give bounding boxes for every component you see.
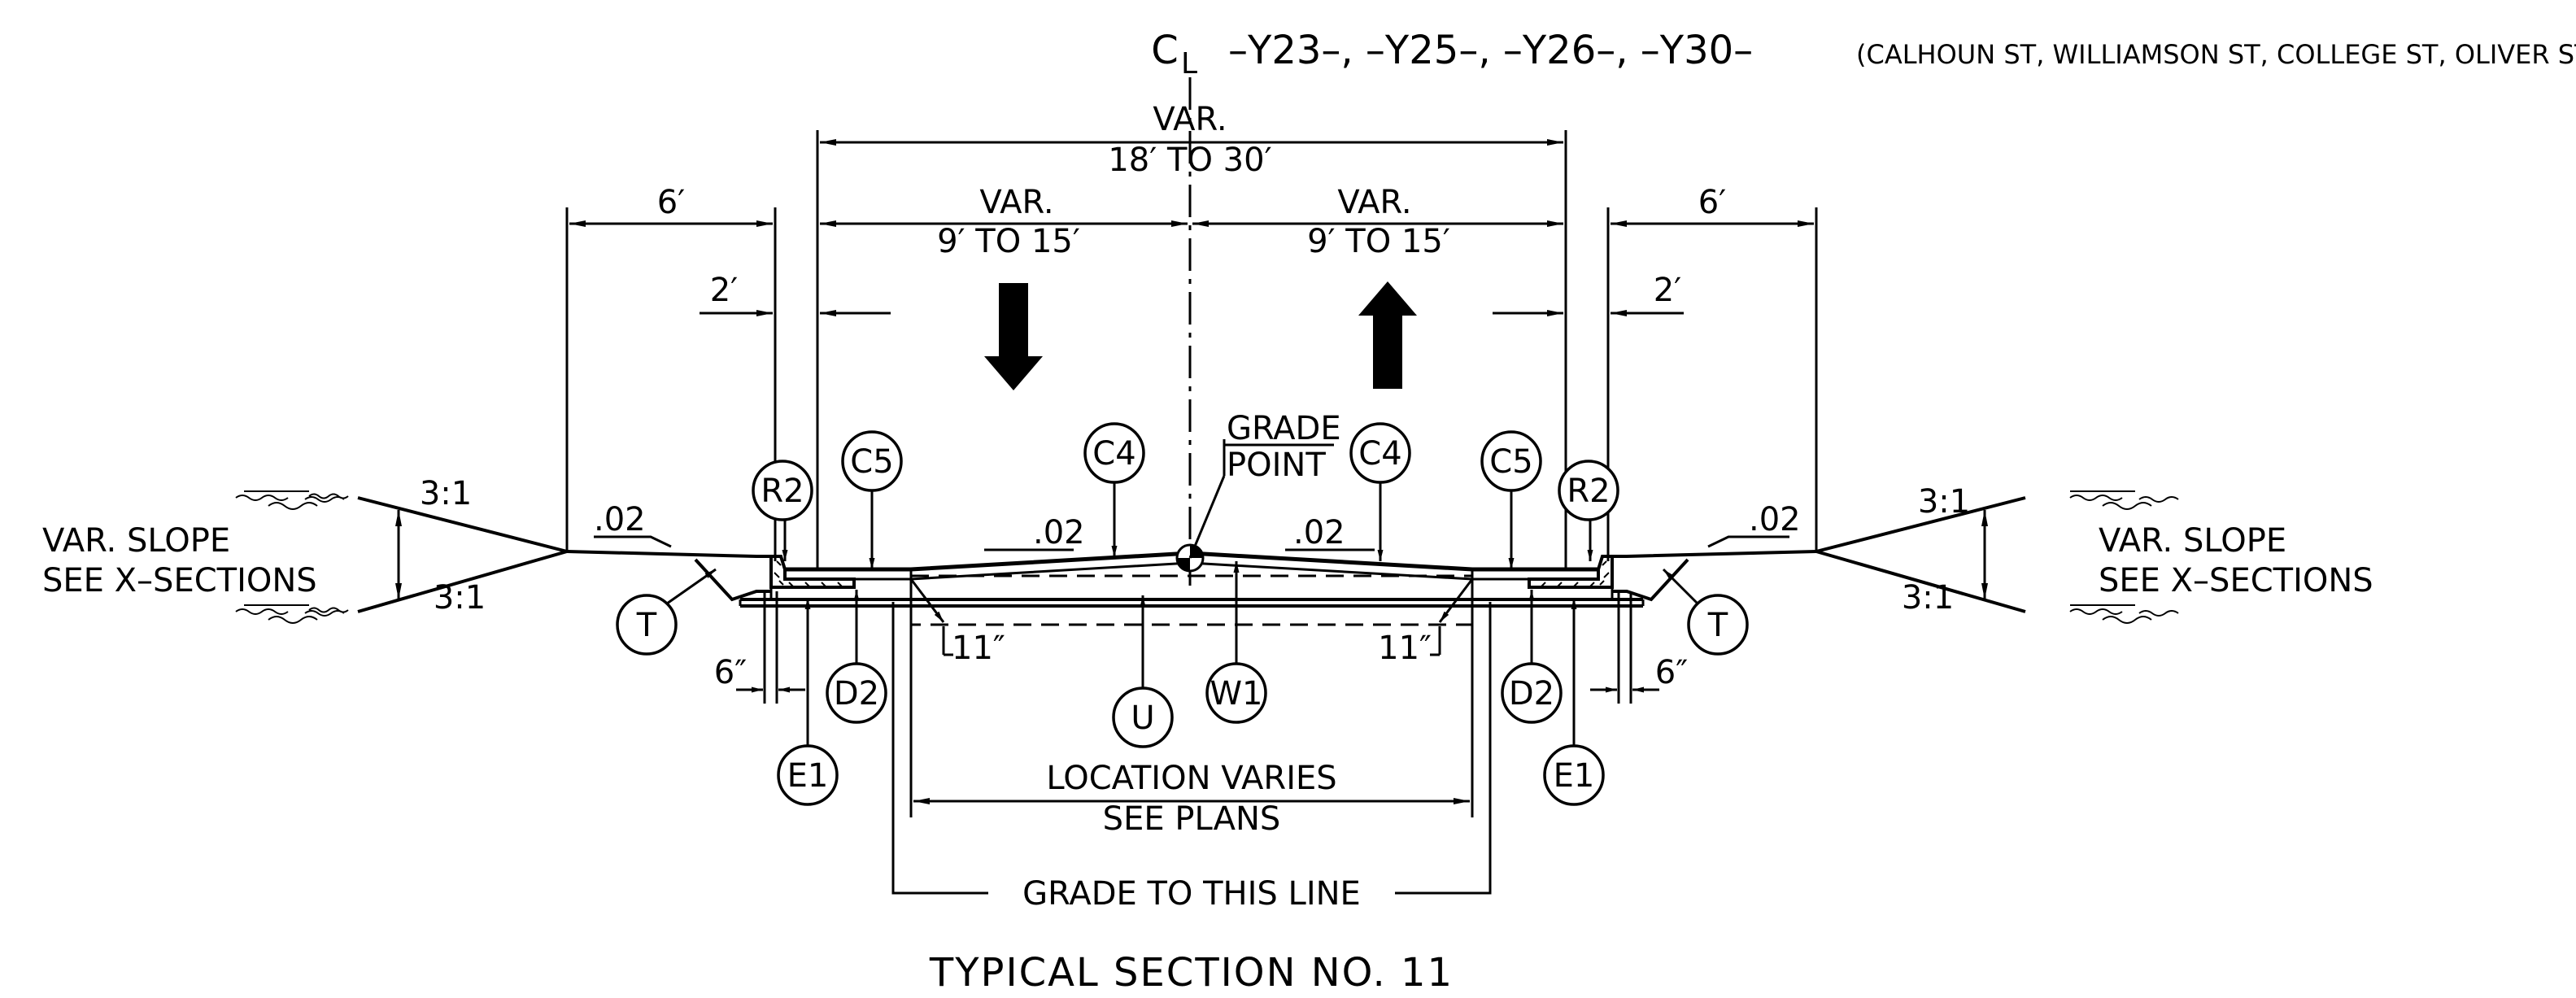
- svg-text:VAR.: VAR.: [1153, 101, 1227, 138]
- svg-text:3:1: 3:1: [1902, 579, 1954, 617]
- svg-text:6′: 6′: [657, 184, 686, 221]
- dim-right-lane: VAR. 9′ TO 15′: [1192, 184, 1563, 260]
- svg-text:2′: 2′: [710, 272, 739, 309]
- dim-left-lane: VAR. 9′ TO 15′: [820, 184, 1188, 260]
- svg-text:C5: C5: [850, 443, 893, 481]
- svg-text:POINT: POINT: [1227, 447, 1326, 484]
- route-list: –Y23–, –Y25–, –Y26–, –Y30–: [1228, 28, 1753, 73]
- svg-text:GRADE TO THIS LINE: GRADE TO THIS LINE: [1022, 875, 1361, 913]
- svg-text:R2: R2: [761, 473, 804, 510]
- svg-text:T: T: [636, 607, 657, 644]
- callout-c4-left: C4: [1083, 422, 1145, 557]
- dim-left-depth: 6″: [714, 591, 805, 704]
- subgrade-zone: [909, 569, 1474, 626]
- svg-text:6″: 6″: [1655, 654, 1688, 691]
- svg-text:E1: E1: [1554, 757, 1595, 795]
- callout-d2-right: D2: [1501, 590, 1563, 724]
- svg-text:VAR.: VAR.: [979, 184, 1053, 221]
- callout-d2-left: D2: [826, 590, 887, 724]
- svg-text:3:1: 3:1: [1918, 483, 1970, 521]
- svg-text:L: L: [1181, 47, 1197, 81]
- svg-text:.02: .02: [1033, 514, 1085, 551]
- callout-r2-left: R2: [752, 460, 813, 561]
- callout-t-left: T: [616, 568, 717, 656]
- right-ground-hatch: [2069, 490, 2179, 624]
- svg-text:6″: 6″: [714, 654, 747, 691]
- location-varies-dim: LOCATION VARIES SEE PLANS: [909, 625, 1474, 838]
- dim-right-slab: 11″: [1378, 578, 1474, 667]
- svg-text:11″: 11″: [1378, 630, 1432, 667]
- traffic-arrow-up: [1358, 281, 1417, 389]
- svg-text:C5: C5: [1489, 443, 1532, 481]
- svg-text:3:1: 3:1: [420, 475, 472, 512]
- svg-text:C4: C4: [1358, 435, 1401, 473]
- callout-e1-left: E1: [777, 598, 839, 806]
- dim-right-depth: 6″: [1590, 591, 1688, 704]
- svg-text:E1: E1: [787, 757, 829, 795]
- svg-text:T: T: [1707, 607, 1728, 644]
- left-ground-hatch: [235, 490, 349, 624]
- svg-text:18′ TO 30′: 18′ TO 30′: [1108, 142, 1271, 179]
- svg-text:.02: .02: [594, 501, 646, 538]
- traffic-arrow-down: [984, 283, 1043, 390]
- centerline-symbol: C L: [1151, 28, 1197, 81]
- grade-point-marker: GRADE POINT: [1175, 410, 1341, 573]
- left-curb-gutter: [769, 555, 856, 589]
- svg-text:6′: 6′: [1698, 184, 1727, 221]
- svg-text:9′ TO 15′: 9′ TO 15′: [1307, 223, 1450, 260]
- svg-text:SEE PLANS: SEE PLANS: [1103, 800, 1281, 838]
- dim-left-shoulder: 6′: [569, 184, 773, 227]
- dim-right-shoulder: 6′: [1611, 184, 1814, 227]
- svg-text:C4: C4: [1092, 435, 1135, 473]
- svg-text:D2: D2: [834, 675, 879, 713]
- dim-right-offset: 2′: [1493, 272, 1684, 316]
- svg-text:GRADE: GRADE: [1227, 410, 1341, 447]
- svg-text:.02: .02: [1293, 514, 1345, 551]
- callout-r2-right: R2: [1558, 460, 1619, 561]
- svg-text:D2: D2: [1509, 675, 1554, 713]
- street-list: (CALHOUN ST, WILLIAMSON ST, COLLEGE ST, …: [1856, 39, 2576, 70]
- callout-c5-left: C5: [841, 430, 903, 569]
- dim-left-offset: 2′: [700, 272, 891, 316]
- right-curb-gutter: [1528, 555, 1614, 589]
- dim-overall-width: VAR. 18′ TO 30′: [820, 101, 1563, 179]
- svg-text:11″: 11″: [952, 630, 1005, 667]
- svg-text:VAR.: VAR.: [1337, 184, 1411, 221]
- callout-u: U: [1112, 595, 1174, 748]
- right-slope-note: VAR. SLOPE SEE X–SECTIONS: [2099, 522, 2373, 599]
- svg-text:W1: W1: [1210, 675, 1263, 713]
- svg-text:VAR. SLOPE: VAR. SLOPE: [2099, 522, 2286, 560]
- callout-c4-right: C4: [1349, 422, 1411, 561]
- svg-text:VAR. SLOPE: VAR. SLOPE: [42, 522, 230, 560]
- svg-text:3:1: 3:1: [434, 579, 486, 617]
- svg-text:SEE X–SECTIONS: SEE X–SECTIONS: [42, 562, 317, 599]
- callout-c5-right: C5: [1480, 430, 1542, 569]
- centerline-header: C L –Y23–, –Y25–, –Y26–, –Y30– (CALHOUN …: [1151, 28, 2576, 81]
- svg-text:.02: .02: [1749, 501, 1801, 538]
- svg-text:9′ TO 15′: 9′ TO 15′: [937, 223, 1080, 260]
- cross-slope-labels: .02 .02 .02 .02: [594, 501, 1801, 551]
- left-shoulder-ditch: [566, 550, 773, 602]
- svg-text:C: C: [1151, 28, 1179, 73]
- right-shoulder-ditch: [1611, 550, 1817, 602]
- svg-text:R2: R2: [1567, 473, 1610, 510]
- left-slope-note: VAR. SLOPE SEE X–SECTIONS: [42, 522, 317, 599]
- dim-left-slab: 11″: [909, 578, 1005, 667]
- svg-text:2′: 2′: [1654, 272, 1682, 309]
- extension-lines: [565, 130, 1818, 569]
- grade-to-line-note: GRADE TO THIS LINE: [891, 602, 1492, 913]
- callout-t-right: T: [1662, 568, 1749, 656]
- section-title: TYPICAL SECTION NO. 11: [929, 950, 1454, 996]
- svg-text:U: U: [1131, 699, 1154, 737]
- svg-text:SEE X–SECTIONS: SEE X–SECTIONS: [2099, 562, 2373, 599]
- left-side-slope: 3:1 3:1: [357, 475, 568, 617]
- callout-w1: W1: [1205, 561, 1267, 724]
- callout-e1-right: E1: [1543, 598, 1605, 806]
- right-side-slope: 3:1 3:1: [1815, 483, 2026, 617]
- svg-text:LOCATION VARIES: LOCATION VARIES: [1046, 760, 1336, 797]
